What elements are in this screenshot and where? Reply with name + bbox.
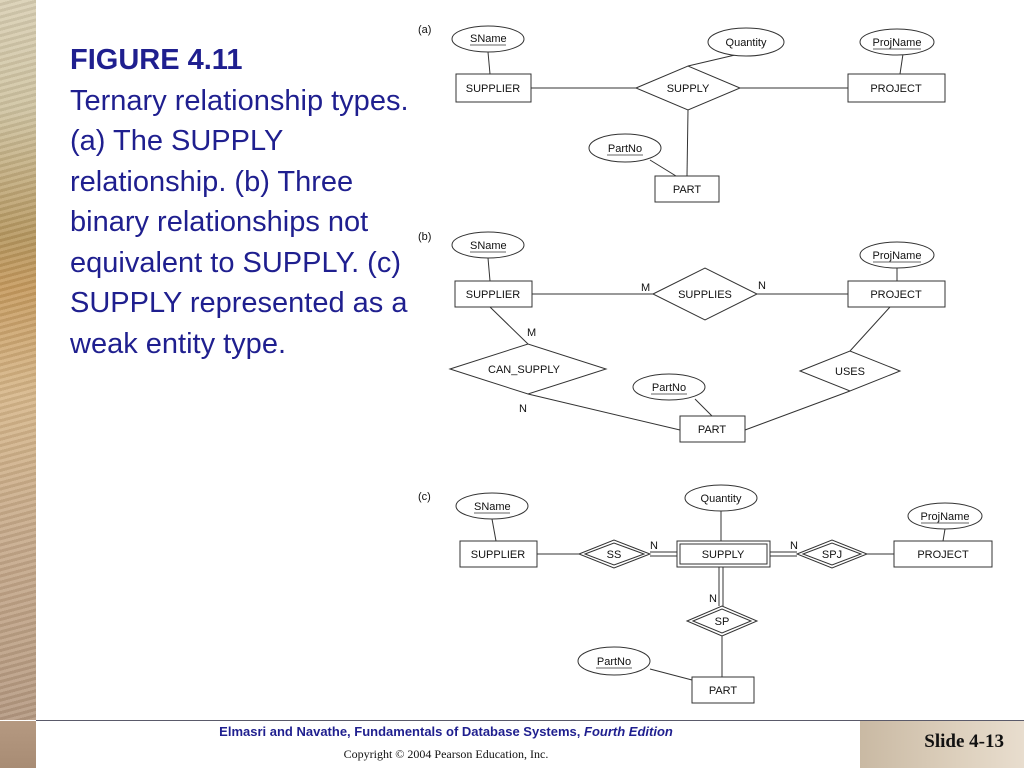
footer-band: [0, 721, 36, 768]
diagram-b-label: (b): [418, 231, 431, 243]
figure-title: FIGURE 4.11: [70, 44, 243, 76]
entity-a-supplier: [455, 73, 532, 103]
relationship-c-ss-label: SS: [607, 549, 622, 561]
attr-b-projname-label: ProjName: [873, 250, 922, 262]
relationship-b-can-supply-label: CAN_SUPPLY: [488, 364, 561, 376]
footer-citation: Elmasri and Navathe, Fundamentals of Dat…: [36, 724, 856, 739]
attr-c-sname: [455, 492, 529, 520]
entity-c-part: [691, 676, 755, 704]
citation-text: Elmasri and Navathe, Fundamentals of Dat…: [219, 724, 581, 739]
cardinality-c-sp: N: [709, 593, 717, 605]
relationship-b-can-supply: [448, 343, 608, 395]
entity-a-project: [847, 73, 946, 103]
attr-b-partno: [632, 373, 706, 401]
attr-b-sname: [451, 231, 525, 259]
attr-a-sname-label: SName: [470, 33, 507, 45]
cardinality-c-ss: N: [650, 540, 658, 552]
entity-c-supplier: [459, 540, 538, 568]
attr-a-projname: [859, 28, 935, 56]
entity-c-supply-label: SUPPLY: [702, 549, 745, 561]
entity-a-project-label: PROJECT: [870, 83, 922, 95]
relationship-a-supply-label: SUPPLY: [667, 83, 710, 95]
entity-a-part: [654, 175, 720, 203]
attr-b-partno-label: PartNo: [652, 382, 686, 394]
attr-c-quantity: [684, 484, 758, 512]
entity-c-part-label: PART: [709, 685, 738, 697]
entity-c-supplier-label: SUPPLIER: [471, 549, 525, 561]
cardinality-c-spj: N: [790, 540, 798, 552]
diagram-a: (a) SName Quantity ProjName PartNo SUPPL…: [418, 24, 946, 203]
cardinality-b-n2: N: [519, 403, 527, 415]
attr-b-projname: [859, 241, 935, 269]
relationship-c-sp-label: SP: [715, 616, 730, 628]
footer-divider: [36, 720, 1024, 721]
attr-c-partno-label: PartNo: [597, 656, 631, 668]
cardinality-b-n1: N: [758, 280, 766, 292]
relationship-b-uses-label: USES: [835, 366, 865, 378]
attr-c-sname-label: SName: [474, 501, 511, 513]
attr-c-projname-label: ProjName: [921, 511, 970, 523]
attr-a-projname-label: ProjName: [873, 37, 922, 49]
figure-description: Ternary relationship types. (a) The SUPP…: [70, 84, 409, 360]
relationship-a-supply: [634, 65, 742, 111]
relationship-c-spj-label: SPJ: [822, 549, 842, 561]
entity-a-part-label: PART: [673, 184, 702, 196]
footer-copyright: Copyright © 2004 Pearson Education, Inc.: [343, 747, 549, 761]
entity-c-project-label: PROJECT: [917, 549, 969, 561]
attr-c-projname: [907, 502, 983, 530]
attr-b-sname-label: SName: [470, 240, 507, 252]
citation-edition: Fourth Edition: [584, 724, 673, 739]
entity-b-project: [847, 280, 946, 308]
cardinality-b-m1: M: [641, 282, 650, 294]
entity-b-supplier: [454, 280, 533, 308]
slide-number-box: Slide 4-13: [860, 721, 1024, 768]
diagram-b: (b) SName ProjName PartNo SUPPLIER PROJE…: [418, 231, 946, 443]
diagram-a-label: (a): [418, 24, 431, 36]
entity-b-project-label: PROJECT: [870, 289, 922, 301]
entity-b-supplier-label: SUPPLIER: [466, 289, 520, 301]
er-diagrams: (a) SName Quantity ProjName PartNo SUPPL…: [418, 24, 993, 704]
diagram-c-label: (c): [418, 491, 431, 503]
attr-a-partno-label: PartNo: [608, 143, 642, 155]
attr-a-quantity-label: Quantity: [726, 37, 767, 49]
entity-c-project: [893, 540, 993, 568]
attr-c-quantity-label: Quantity: [701, 493, 742, 505]
diagram-c: (c) SName Quantity ProjName PartNo SUPPL…: [418, 484, 993, 704]
entity-b-part-label: PART: [698, 424, 727, 436]
decorative-sidebar: [0, 0, 36, 720]
cardinality-b-m2: M: [527, 327, 536, 339]
entity-a-supplier-label: SUPPLIER: [466, 83, 520, 95]
attr-a-sname: [451, 25, 525, 53]
relationship-b-uses: [798, 350, 902, 392]
relationship-b-supplies-label: SUPPLIES: [678, 289, 732, 301]
figure-caption: FIGURE 4.11 Ternary relationship types. …: [70, 40, 415, 364]
entity-b-part: [679, 415, 746, 443]
slide-number: Slide 4-13: [924, 731, 1004, 752]
attr-a-quantity: [707, 27, 785, 57]
relationship-b-supplies: [651, 267, 759, 321]
